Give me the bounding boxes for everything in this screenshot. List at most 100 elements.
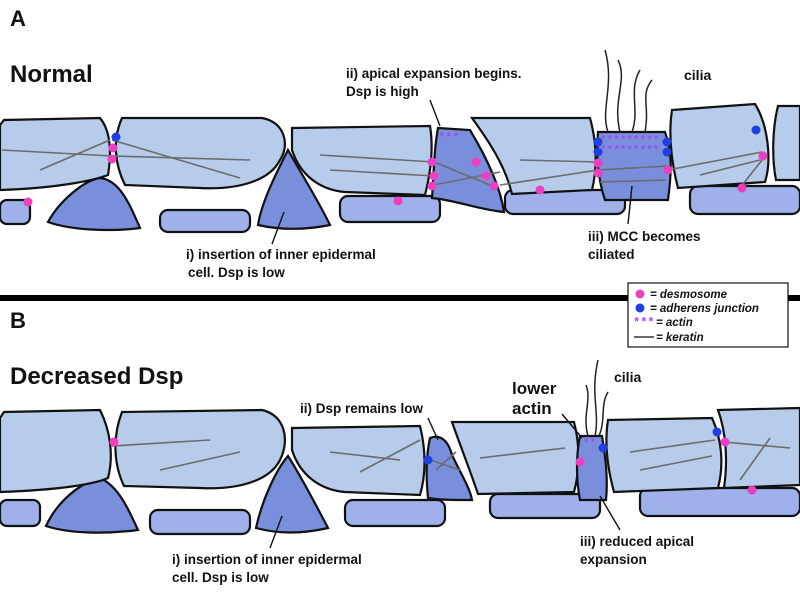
step-iii-label: iii) MCC becomes <box>588 229 701 244</box>
junctions-b <box>109 427 757 495</box>
desmosome <box>23 197 33 207</box>
cilia-b <box>585 359 609 437</box>
step-i-label: cell. Dsp is low <box>188 265 285 280</box>
adherens-junction <box>598 443 608 453</box>
basal-cell <box>158 208 252 234</box>
pointer-line <box>269 515 283 549</box>
desmosome <box>427 181 437 191</box>
legend-adherens-swatch <box>635 303 645 313</box>
adherens-junction <box>593 147 603 157</box>
actin-marks: ********* <box>600 135 659 147</box>
basal-cell <box>0 498 42 528</box>
panel-a-title: Normal <box>10 61 93 88</box>
inserting-inner-cell <box>256 147 332 230</box>
pointer-line <box>627 185 633 225</box>
desmosome <box>107 154 117 164</box>
outer-epidermal-cell <box>716 406 800 490</box>
outer-epidermal-cell <box>669 102 770 190</box>
outer-epidermal-cell <box>605 416 723 494</box>
basal-cell <box>488 492 602 520</box>
step-i-label: cell. Dsp is low <box>172 570 269 585</box>
desmosome <box>471 157 481 167</box>
desmosome <box>593 158 603 168</box>
inner-epidermal-cell <box>46 176 142 232</box>
legend-actin: = actin <box>656 317 693 329</box>
desmosome <box>535 185 545 195</box>
legend-actin-swatch: *** <box>633 316 655 330</box>
outer-epidermal-cell <box>450 420 580 496</box>
step-iii-label: expansion <box>580 552 647 567</box>
desmosome <box>108 143 118 153</box>
outer-epidermal-cell <box>0 116 111 192</box>
pointer-line <box>429 99 441 127</box>
actin-marks: ** <box>583 438 596 450</box>
cilia-label: cilia <box>684 67 711 83</box>
outer-epidermal-cell <box>772 104 800 182</box>
panel-b-title: Decreased Dsp <box>10 363 183 390</box>
actin-marks: *** <box>438 131 460 145</box>
outer-epidermal-cell <box>114 116 286 190</box>
pointer-line <box>599 495 621 531</box>
cilia-a <box>604 49 653 133</box>
desmosome <box>593 168 603 178</box>
desmosome <box>429 171 439 181</box>
step-i-label: i) insertion of inner epidermal <box>172 552 362 567</box>
legend-box <box>627 282 789 348</box>
legend: = desmosome = adherens junction *** = ac… <box>627 282 789 348</box>
basal-cell <box>338 194 442 224</box>
step-ii-label: ii) apical expansion begins. <box>346 66 522 81</box>
adherens-junction <box>593 137 603 147</box>
panel-b-letter: B <box>10 308 26 333</box>
desmosome <box>720 437 730 447</box>
legend-keratin: = keratin <box>656 332 704 344</box>
adherens-junction <box>662 147 672 157</box>
pointer-line <box>271 211 285 245</box>
cilia-label: cilia <box>614 369 641 385</box>
desmosome <box>747 485 757 495</box>
outer-epidermal-cell <box>290 124 433 197</box>
panel-divider <box>0 295 800 301</box>
step-ii-label: ii) Dsp remains low <box>300 401 424 416</box>
outer-epidermal-cell <box>0 408 112 494</box>
desmosome <box>393 196 403 206</box>
desmosome <box>481 171 491 181</box>
step-iii-label: iii) reduced apical <box>580 534 694 549</box>
basal-cell <box>638 486 800 518</box>
adherens-junction <box>712 427 722 437</box>
legend-adherens: = adherens junction <box>650 303 759 315</box>
basal-cell <box>0 198 32 226</box>
inserting-inner-cell <box>254 454 330 534</box>
mcc-reduced-dsp <box>425 435 474 502</box>
panel-b: B Decreased Dsp <box>0 308 800 585</box>
desmosome <box>737 183 747 193</box>
basal-cell <box>343 498 447 528</box>
adherens-junction <box>751 125 761 135</box>
lower-actin-label: lower <box>512 379 557 398</box>
desmosome <box>489 181 499 191</box>
step-i-label: i) insertion of inner epidermal <box>186 247 376 262</box>
step-iii-label: ciliated <box>588 247 635 262</box>
desmosome <box>109 437 119 447</box>
pointer-line <box>561 413 583 439</box>
junctions-a <box>23 125 768 207</box>
legend-desmosome-swatch <box>635 289 645 299</box>
desmosome <box>575 457 585 467</box>
legend-desmosome: = desmosome <box>650 289 728 301</box>
adherens-junction <box>111 132 121 142</box>
keratin-filaments <box>111 437 791 481</box>
desmosome <box>427 157 437 167</box>
panel-a-letter: A <box>10 6 26 31</box>
desmosome <box>663 165 673 175</box>
adherens-junction <box>662 137 672 147</box>
inner-epidermal-cell <box>44 476 140 534</box>
outer-epidermal-cell <box>290 424 426 497</box>
actin-marks: ********* <box>600 145 659 157</box>
adherens-junction <box>423 455 433 465</box>
basal-cell <box>148 508 252 536</box>
pointer-line <box>427 417 439 441</box>
outer-epidermal-cell <box>114 408 286 490</box>
lower-actin-label: actin <box>512 399 552 418</box>
panel-a: A Normal <box>0 6 800 280</box>
desmosome <box>758 151 768 161</box>
